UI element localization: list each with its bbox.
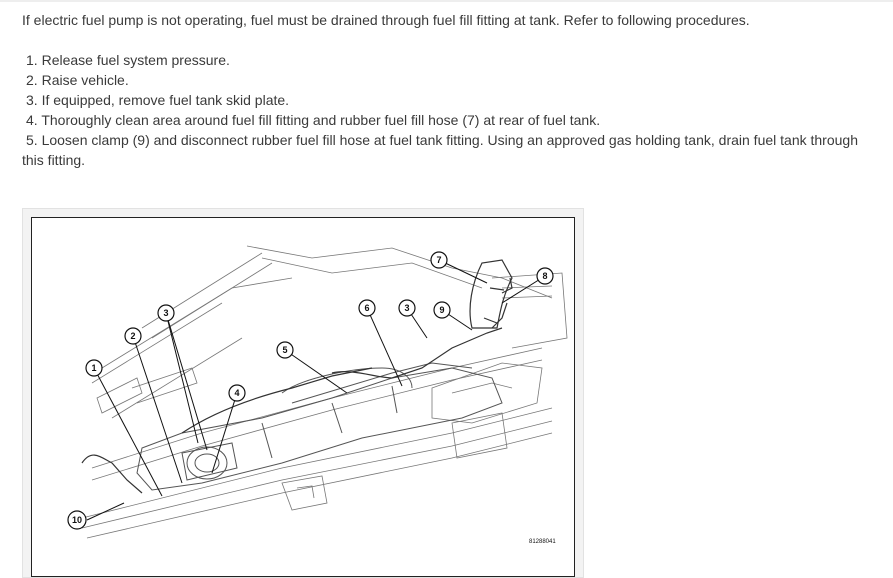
svg-text:2: 2 — [130, 331, 135, 341]
callout-4: 4 — [228, 384, 246, 402]
top-divider — [0, 0, 893, 2]
callout-9: 9 — [433, 301, 451, 319]
figure-frame: 1 2 3 4 5 — [22, 208, 584, 578]
figure-id-label: 81288041 — [529, 539, 556, 545]
step-text: Raise vehicle. — [41, 72, 129, 88]
fuel-system-illustration: 1 2 3 4 5 — [67, 245, 568, 545]
step-number: 5. — [26, 132, 38, 148]
step-number: 3. — [26, 92, 38, 108]
callout-3-left: 3 — [157, 304, 175, 322]
procedure-steps: 1. Release fuel system pressure. 2. Rais… — [22, 50, 882, 170]
callout-10: 10 — [67, 510, 87, 530]
svg-text:3: 3 — [404, 303, 409, 313]
callout-8: 8 — [536, 267, 554, 285]
callout-2: 2 — [124, 327, 142, 345]
step-item: 3. If equipped, remove fuel tank skid pl… — [22, 90, 882, 110]
step-text: If equipped, remove fuel tank skid plate… — [41, 92, 290, 108]
svg-text:1: 1 — [91, 363, 96, 373]
step-item: 5. Loosen clamp (9) and disconnect rubbe… — [22, 130, 882, 170]
vehicle-frame-lines — [81, 245, 568, 539]
step-text: Thoroughly clean area around fuel fill f… — [41, 112, 601, 128]
svg-text:5: 5 — [282, 345, 287, 355]
svg-text:8: 8 — [542, 271, 547, 281]
callout-3-right: 3 — [398, 299, 416, 317]
svg-text:4: 4 — [234, 388, 239, 398]
step-number: 4. — [26, 112, 38, 128]
step-item: 1. Release fuel system pressure. — [22, 50, 882, 70]
svg-text:6: 6 — [364, 303, 369, 313]
callout-7: 7 — [430, 251, 448, 269]
svg-text:9: 9 — [439, 305, 444, 315]
svg-text:10: 10 — [72, 515, 82, 525]
fuel-tank-outline — [136, 362, 503, 491]
callout-5: 5 — [276, 341, 294, 359]
step-number: 1. — [26, 52, 38, 68]
step-text: Loosen clamp (9) and disconnect rubber f… — [22, 132, 858, 168]
fuel-tank-diagram[interactable]: 1 2 3 4 5 — [31, 217, 575, 577]
svg-text:7: 7 — [436, 255, 441, 265]
step-text: Release fuel system pressure. — [41, 52, 230, 68]
callout-1: 1 — [85, 359, 103, 377]
callout-leaders — [86, 259, 546, 521]
step-item: 2. Raise vehicle. — [22, 70, 882, 90]
fuel-lines — [81, 259, 513, 494]
callout-markers: 1 2 3 4 5 — [67, 251, 554, 530]
svg-text:3: 3 — [163, 308, 168, 318]
callout-6: 6 — [358, 299, 376, 317]
intro-paragraph: If electric fuel pump is not operating, … — [22, 12, 750, 28]
step-item: 4. Thoroughly clean area around fuel fil… — [22, 110, 882, 130]
step-number: 2. — [26, 72, 38, 88]
